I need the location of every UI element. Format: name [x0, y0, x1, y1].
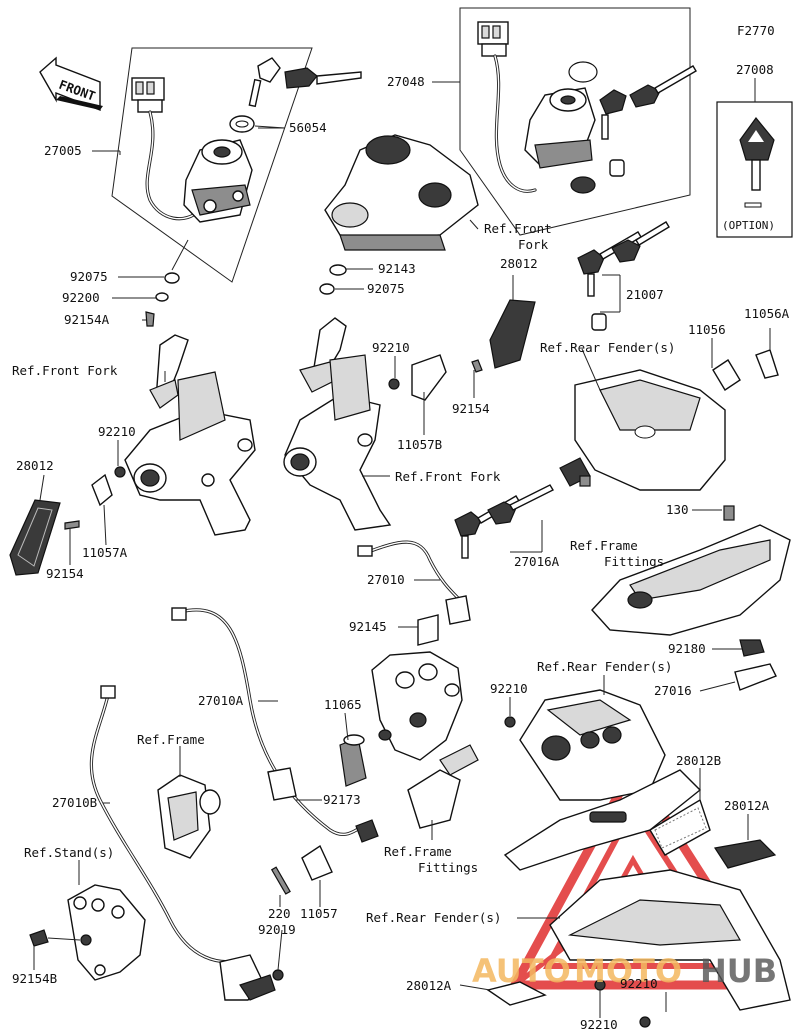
part-label-220: 220 — [268, 906, 291, 921]
part-label-92180: 92180 — [668, 641, 706, 656]
ref-front-fork-2: Ref.Front Fork — [12, 363, 118, 378]
part-label-11065: 11065 — [324, 697, 362, 712]
part-label-11057B: 11057B — [397, 437, 442, 452]
front-arrow-icon: FRONT — [39, 56, 103, 112]
ignition-switch-group-27005 — [111, 47, 362, 283]
key-icon — [599, 89, 627, 140]
key-icon — [739, 117, 775, 191]
ref-frame-fittings-2b: Fittings — [418, 860, 478, 875]
svg-text:HUB: HUB — [700, 952, 777, 990]
part-label-92210-b: 92210 — [98, 424, 136, 439]
svg-text:MOTO: MOTO — [574, 952, 682, 990]
part-label-92154A: 92154A — [64, 312, 110, 327]
right-fork-bracket — [283, 317, 392, 531]
ref-front-fork-1a: Ref.Front — [484, 221, 552, 236]
part-label-27010: 27010 — [367, 572, 405, 587]
part-label-11057A: 11057A — [82, 545, 128, 560]
ref-rear-fender-3: Ref.Rear Fender(s) — [366, 910, 501, 925]
part-label-92145: 92145 — [349, 619, 387, 634]
ref-front-fork-1b: Fork — [518, 237, 549, 252]
part-label-27016: 27016 — [654, 683, 692, 698]
key-icon — [629, 65, 697, 108]
part-label-92210-a: 92210 — [372, 340, 410, 355]
part-label-92173: 92173 — [323, 792, 361, 807]
part-label-28012A-bottom: 28012A — [406, 978, 452, 993]
left-fork-bracket — [124, 334, 256, 536]
stand-bracket — [67, 884, 146, 981]
part-label-92075: 92075 — [70, 269, 108, 284]
part-label-92019: 92019 — [258, 922, 296, 937]
ref-frame-fittings-2a: Ref.Frame — [384, 844, 452, 859]
part-label-28012-top: 28012 — [500, 256, 538, 271]
part-label-28012A: 28012A — [724, 798, 770, 813]
part-label-11057: 11057 — [300, 906, 338, 921]
watermark-text: AUTO MOTO HUB — [472, 952, 777, 990]
part-label-92210-d: 92210 — [620, 976, 658, 991]
key-icon — [284, 67, 362, 89]
part-label-28012B: 28012B — [676, 753, 721, 768]
ref-rear-fender-2: Ref.Rear Fender(s) — [537, 659, 672, 674]
part-label-21007: 21007 — [626, 287, 664, 302]
frame-plate — [157, 774, 221, 859]
option-box-27008: (OPTION) — [716, 101, 793, 238]
part-label-27010A: 27010A — [198, 693, 244, 708]
rear-fender-upper — [574, 369, 726, 491]
ref-stand: Ref.Stand(s) — [24, 845, 114, 860]
part-label-27010B: 27010B — [52, 795, 97, 810]
part-label-92143: 92143 — [378, 261, 416, 276]
part-label-92154B: 92154B — [12, 971, 57, 986]
part-label-27008: 27008 — [736, 62, 774, 77]
part-label-27016A: 27016A — [514, 554, 560, 569]
option-part-label: 27008 — [736, 62, 774, 77]
part-label-28012-left: 28012 — [16, 458, 54, 473]
part-label-27005: 27005 — [44, 143, 82, 158]
ref-frame: Ref.Frame — [137, 732, 205, 747]
key-icon — [248, 57, 281, 108]
diagram-code: F2770 — [737, 23, 775, 38]
leader-lines — [33, 81, 771, 1018]
svg-text:AUTO: AUTO — [472, 952, 571, 990]
part-label-92210-e: 92210 — [580, 1017, 618, 1032]
frame-fittings-plate — [591, 524, 791, 636]
rear-fender-lower — [503, 689, 702, 871]
central-bracket — [371, 651, 463, 761]
ignition-switch-group-27048 — [459, 7, 697, 236]
ref-rear-fender-1: Ref.Rear Fender(s) — [540, 340, 675, 355]
upper-bracket — [324, 134, 479, 251]
part-label-11056A: 11056A — [744, 306, 790, 321]
part-label-11056: 11056 — [688, 322, 726, 337]
part-labels: 27005 56054 27048 27008 92075 92200 9215… — [12, 62, 790, 1032]
part-label-92154-b: 92154 — [46, 566, 84, 581]
part-label-92210-c: 92210 — [490, 681, 528, 696]
part-label-56054: 56054 — [289, 120, 327, 135]
part-label-92154: 92154 — [452, 401, 490, 416]
part-label-27048: 27048 — [387, 74, 425, 89]
ref-frame-fittings-1a: Ref.Frame — [570, 538, 638, 553]
ref-frame-fittings-1b: Fittings — [604, 554, 664, 569]
ref-front-fork-3: Ref.Front Fork — [395, 469, 501, 484]
part-label-92200: 92200 — [62, 290, 100, 305]
option-caption: (OPTION) — [722, 219, 775, 232]
part-label-92075b: 92075 — [367, 281, 405, 296]
svg-text:27008: 27008 — [736, 62, 774, 77]
keys-21007 — [577, 221, 670, 331]
part-label-130: 130 — [666, 502, 689, 517]
